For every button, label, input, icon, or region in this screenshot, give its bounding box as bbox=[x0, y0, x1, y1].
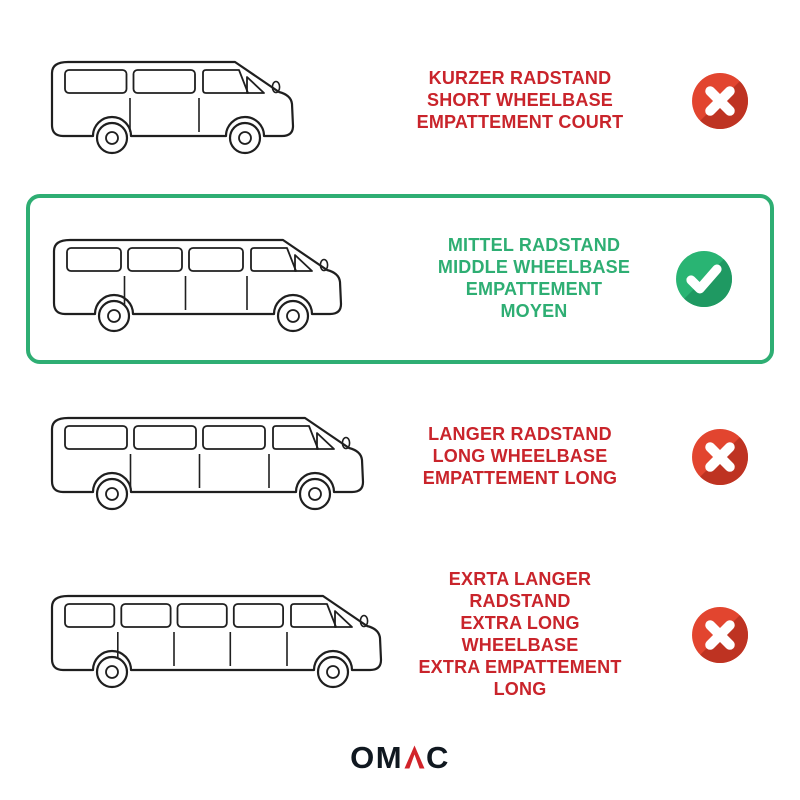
wheelbase-option-extra-long: EXRTA LANGER RADSTAND EXTRA LONG WHEELBA… bbox=[0, 546, 800, 724]
cross-icon bbox=[691, 72, 749, 130]
wheelbase-labels-middle: MITTEL RADSTAND MIDDLE WHEELBASE EMPATTE… bbox=[430, 235, 638, 323]
wheelbase-option-long: LANGER RADSTAND LONG WHEELBASE EMPATTEME… bbox=[0, 368, 800, 546]
logo-text-c: C bbox=[426, 740, 450, 775]
wheelbase-labels-extra-long: EXRTA LANGER RADSTAND EXTRA LONG WHEELBA… bbox=[400, 569, 640, 701]
van-column bbox=[0, 580, 400, 690]
van-column bbox=[30, 224, 430, 334]
label-german: EXRTA LANGER RADSTAND bbox=[448, 569, 592, 612]
label-french: EMPATTEMENT COURT bbox=[416, 111, 624, 132]
van-illustration-short-wheelbase bbox=[50, 60, 295, 155]
logo-a-inner bbox=[409, 754, 420, 769]
logo-text-om: OM bbox=[350, 740, 404, 775]
check-icon bbox=[675, 250, 733, 308]
label-english: EXTRA LONG WHEELBASE bbox=[460, 613, 580, 655]
wheelbase-labels-long: LANGER RADSTAND LONG WHEELBASE EMPATTEME… bbox=[400, 424, 640, 490]
label-english: SHORT WHEELBASE bbox=[426, 90, 613, 111]
status-column bbox=[638, 250, 770, 308]
status-column bbox=[640, 72, 800, 130]
status-column bbox=[640, 428, 800, 486]
cross-icon bbox=[691, 606, 749, 664]
label-german: LANGER RADSTAND bbox=[428, 424, 612, 445]
wheelbase-option-short: KURZER RADSTAND SHORT WHEELBASE EMPATTEM… bbox=[0, 12, 800, 190]
label-english: LONG WHEELBASE bbox=[432, 446, 608, 467]
label-french: EXTRA EMPATTEMENT LONG bbox=[418, 656, 622, 699]
label-french: EMPATTEMENT MOYEN bbox=[465, 279, 603, 321]
van-illustration-extra-long-wheelbase bbox=[50, 594, 383, 689]
van-column bbox=[0, 46, 400, 156]
label-english: MIDDLE WHEELBASE bbox=[437, 257, 631, 278]
logo-a-triangle bbox=[404, 745, 425, 769]
cross-icon bbox=[691, 428, 749, 486]
van-column bbox=[0, 402, 400, 512]
status-column bbox=[640, 606, 800, 664]
wheelbase-labels-short: KURZER RADSTAND SHORT WHEELBASE EMPATTEM… bbox=[400, 68, 640, 134]
label-french: EMPATTEMENT LONG bbox=[422, 467, 618, 488]
omac-logo: OM C bbox=[0, 740, 800, 776]
label-german: MITTEL RADSTAND bbox=[447, 235, 621, 256]
wheelbase-option-middle-selected: MITTEL RADSTAND MIDDLE WHEELBASE EMPATTE… bbox=[26, 194, 774, 364]
label-german: KURZER RADSTAND bbox=[428, 68, 612, 89]
van-illustration-middle-wheelbase bbox=[52, 238, 343, 333]
van-illustration-long-wheelbase bbox=[50, 416, 365, 511]
